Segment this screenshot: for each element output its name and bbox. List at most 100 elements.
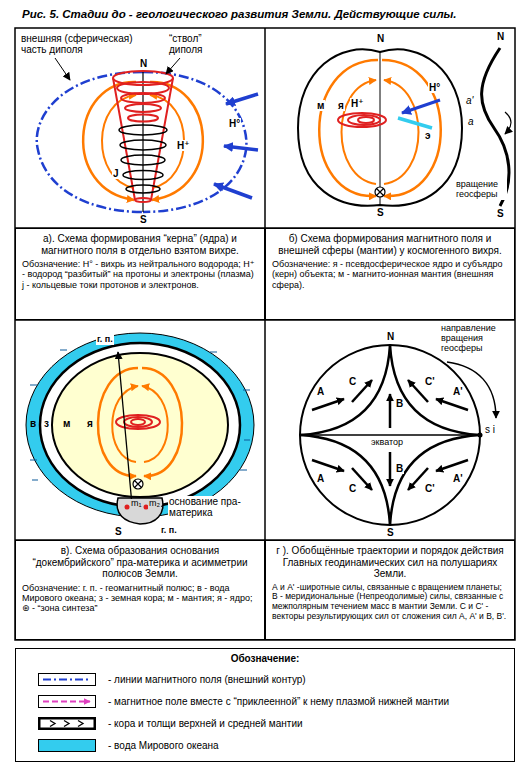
figure-label: H° [228,118,241,129]
figure-label: N [139,58,148,69]
figure-label: м [316,100,325,111]
caption-body: Обозначение: Н° - вихрь из нейтрального … [22,259,258,290]
current-ring [123,171,163,180]
legend-sample [38,673,98,687]
text-wrapper: а). Схема формирования “керна” (ядра) и … [16,229,264,296]
caption-box: г ). Обобщённые траектории и порядок дей… [265,540,515,640]
current-ring [121,155,165,165]
figure-label: A [316,473,325,484]
synthesis-circle [133,479,143,489]
leader-line [55,58,70,80]
figure-label: B [395,463,404,474]
figure-label: H° [428,82,441,93]
field-line [384,80,419,184]
current-ring [120,140,166,150]
panel-b-drawing [298,48,511,206]
figure-label: г. п. [96,335,114,345]
caption-heading: Обозначение: [22,653,508,665]
figure-label: m₁ [130,499,143,509]
synthesis-zone [375,187,385,197]
field-line [142,368,182,476]
caption-heading: в). Схема образования основания “докембр… [22,545,258,580]
point-marker [478,433,483,438]
leader-line [166,58,180,74]
panel-a-drawing [37,58,258,212]
core-vortex [116,415,160,429]
inflow-arrow [226,94,258,104]
text-wrapper: г ). Обобщённые траектории и порядок дей… [266,541,514,628]
trajectory [390,435,480,525]
figure-label: “ствол” диполя [168,33,228,55]
figure-title: Рис. 5. Стадии до - геологического разви… [22,8,457,20]
trajectory [300,435,390,525]
current-ring [119,125,167,135]
vortex-stem [113,71,173,202]
legend-sample-frame [39,718,95,729]
figure-label: м [62,418,71,429]
figure-label: S [386,527,395,538]
stem-side [113,78,173,200]
legend-row: - линии магнитного поля (внешний контур) [38,673,508,687]
figure-label: з [43,418,50,429]
legend-row: - магнитное поле вместе с “приклеенной” … [38,695,508,709]
ion-stream [398,118,432,128]
caption-heading: а). Схема формирования “керна” (ядра) и … [22,233,258,256]
figure-label: a' [465,95,474,106]
legend-text: - вода Мирового океана [108,739,219,753]
caption-box: в). Схема образования основания “докембр… [15,540,265,640]
figure-label: C' [424,376,436,387]
vortex-ring [338,113,386,127]
legend-sample-frame [39,674,96,686]
vortex-ring [116,415,160,429]
field-line [319,60,378,196]
rotation-arrow [505,112,511,134]
crust-sample [50,721,83,727]
panel-d-drawing [300,345,496,525]
figure-label: H⁺ [176,140,191,151]
caption-body: Обозначение: г. п. - геомагнитный полюс;… [22,583,258,614]
current-ring [126,185,160,193]
vortex-ring [131,419,145,425]
text-wrapper: в). Схема образования основания “докембр… [16,541,264,620]
axis-line [380,52,381,205]
figure-label: S [139,214,148,225]
field-outline-sample [43,679,91,681]
figure-label: я [86,418,94,429]
figure-label: A [316,386,325,397]
inflow-arrow [402,100,440,113]
legend-text: - кора и толщи верхней и средней мантии [108,717,303,731]
figure-label: основание пра-материка [168,496,260,518]
text-wrapper: Обозначение: [16,649,514,671]
figure-label: B [395,398,404,409]
legend-row: - кора и толщи верхней и средней мантии [38,717,508,731]
stem-ring [121,93,165,103]
figure-label: J [112,168,120,179]
axis-line [142,70,143,212]
proto-continent-base [117,498,163,524]
figure-label: H⁺ [350,98,365,109]
legend-sample [38,695,98,709]
stem-ring [125,104,161,112]
axis-line [118,352,132,505]
force-arrow [389,394,392,428]
plasma-field-sample [43,701,90,703]
caption-body: Обозначение: я - псевдосферическое ядро … [272,259,508,290]
force-arrow [436,460,468,471]
force-arrows [312,380,468,490]
legend-swatch [38,739,96,752]
force-arrow [312,460,344,471]
trajectory [300,345,390,435]
field-line [342,80,377,184]
synthesis-cross [377,189,384,196]
figure-label: я [337,100,345,111]
figure-label: S [376,207,385,218]
figure-label: N [386,331,395,342]
stem-ring [135,198,151,202]
figure-label: S [114,526,123,537]
ocean-water [26,333,254,517]
legend-box: Обозначение: - линии магнитного поля (вне… [15,648,515,762]
field-line [382,60,441,196]
figure-label: a [467,116,475,127]
force-trajectories [300,345,480,525]
equator-line [300,434,480,436]
